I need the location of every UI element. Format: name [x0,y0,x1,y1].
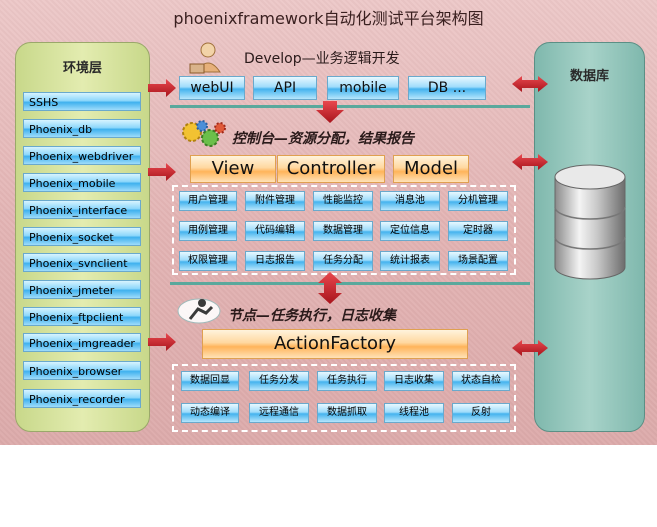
action-factory-box: ActionFactory [202,329,468,359]
develop-button: API [253,76,317,100]
control-module: 任务分配 [313,251,373,271]
node-module: 远程通信 [249,403,309,423]
mvc-box: Controller [277,155,385,183]
env-item: Phoenix_db [23,119,141,138]
database-panel: 数据库 [534,42,645,432]
arrow-env-to-develop [148,79,176,97]
develop-separator [170,105,530,108]
env-item: Phoenix_svnclient [23,253,141,272]
node-module: 动态编译 [181,403,239,423]
database-cylinder-icon [554,164,626,280]
control-module: 用例管理 [179,221,237,241]
control-modules-container [172,185,516,275]
node-module: 数据抓取 [317,403,377,423]
node-module: 任务分发 [249,371,309,391]
control-module: 统计报表 [380,251,440,271]
arrow-control-node [318,272,342,304]
env-item: Phoenix_webdriver [23,146,141,165]
control-module: 权限管理 [179,251,237,271]
architecture-diagram: phoenixframework自动化测试平台架构图 环境层 SSHS Phoen… [0,0,657,445]
node-module: 任务执行 [317,371,377,391]
env-item: Phoenix_ftpclient [23,307,141,326]
arrow-env-to-control [148,163,176,181]
control-module: 日志报告 [245,251,305,271]
control-module: 代码编辑 [245,221,305,241]
environment-layer-title: 环境层 [62,61,102,76]
control-module: 定时器 [448,221,508,241]
node-module: 状态自检 [452,371,510,391]
env-item: SSHS [23,92,141,111]
node-module: 反射 [452,403,510,423]
env-item: Phoenix_socket [23,227,141,246]
control-separator [170,282,530,285]
control-module: 用户管理 [179,191,237,211]
env-item: Phoenix_interface [23,200,141,219]
env-item: Phoenix_jmeter [23,280,141,299]
diagram-title: phoenixframework自动化测试平台架构图 [173,9,484,28]
arrow-develop-db [512,76,548,92]
control-module: 定位信息 [380,221,440,241]
node-module: 数据回显 [181,371,239,391]
arrows-layer [148,76,548,356]
arrow-env-to-node [148,333,176,351]
developer-figure-icon [189,42,221,74]
gears-icon [182,120,226,147]
develop-button: mobile [327,76,399,100]
node-layer-title: 节点—任务执行，日志收集 [228,308,396,324]
control-layer-title: 控制台—资源分配，结果报告 [232,131,414,147]
arrow-node-db [512,340,548,356]
database-title: 数据库 [569,69,609,84]
mvc-box: View [190,155,276,183]
develop-button: DB ... [408,76,486,100]
env-item: Phoenix_recorder [23,389,141,408]
control-module: 场景配置 [448,251,508,271]
node-module: 线程池 [384,403,444,423]
arrow-develop-to-control [316,101,344,123]
env-item: Phoenix_browser [23,361,141,380]
control-module: 数据管理 [313,221,373,241]
node-module: 日志收集 [384,371,444,391]
node-modules-container [172,364,516,432]
arrow-control-db [512,154,548,170]
control-module: 附件管理 [245,191,305,211]
env-item: Phoenix_mobile [23,173,141,192]
control-module: 分机管理 [448,191,508,211]
env-item: Phoenix_imgreader [23,333,141,352]
control-module: 消息池 [380,191,440,211]
develop-button: webUI [179,76,245,100]
develop-layer-title: Develop—业务逻辑开发 [244,51,400,67]
mvc-box: Model [393,155,469,183]
runner-node-icon [177,298,221,324]
control-module: 性能监控 [313,191,373,211]
